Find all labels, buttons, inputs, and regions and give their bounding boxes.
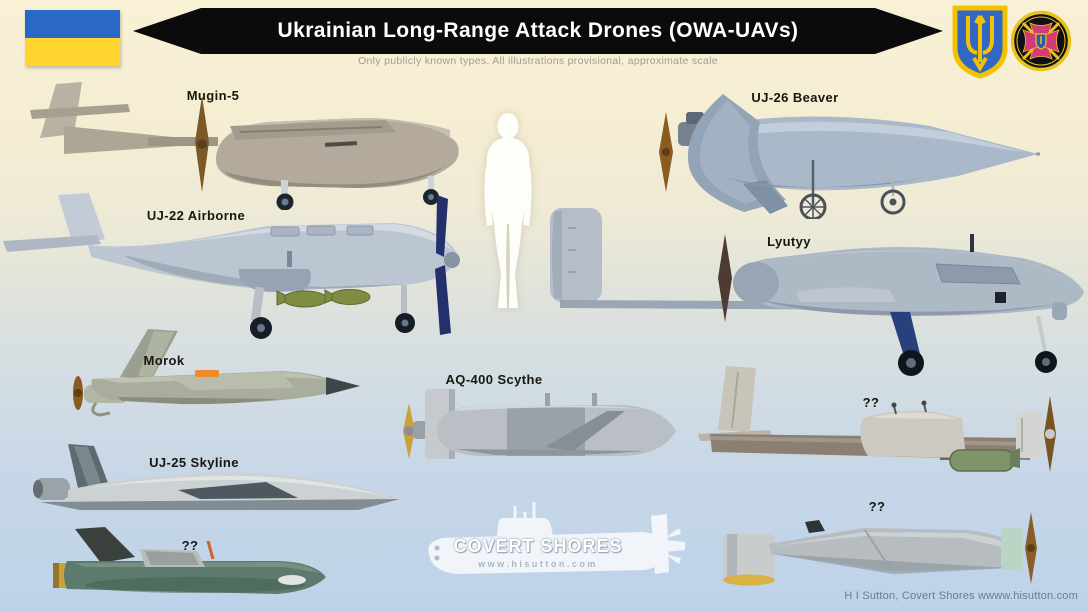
page-subtitle: Only publicly known types. All illustrat… [358,55,718,67]
flag-blue-stripe [25,10,120,38]
drone-unknown-1-illustration [698,366,1056,472]
drone-morok-illustration [73,329,360,417]
drone-mugin-5-illustration [30,82,459,210]
author-credit: H I Sutton, Covert Shores wwww.hisutton.… [844,590,1078,602]
ukraine-trident-shield-icon [952,5,1008,79]
watermark-name: COVERT SHORES [453,536,623,556]
label-mugin-5: Mugin-5 [186,88,240,103]
flag-yellow-stripe [25,38,120,66]
human-scale-silhouette [484,113,532,308]
label-morok: Morok [143,353,185,368]
label-lyutyy: Lyutyy [767,234,811,249]
page-title: Ukrainian Long-Range Attack Drones (OWA-… [277,19,799,42]
label-unknown-2: ?? [181,538,199,553]
drone-aq-400-scythe-illustration [403,389,676,459]
label-uj-26-beaver: UJ-26 Beaver [751,90,839,105]
drone-unknown-2-illustration [53,527,326,594]
ukraine-flag-icon [25,10,120,66]
drone-lyutyy-illustration [550,208,1084,376]
drone-unknown-3-illustration [723,512,1037,586]
watermark-url: www.hisutton.com [478,559,598,569]
covert-shores-watermark: COVERT SHORES www.hisutton.com [415,498,690,593]
drone-uj-25-skyline-illustration [33,444,400,510]
label-uj-22-airborne: UJ-22 Airborne [146,208,246,223]
title-banner-ribbon [133,8,943,54]
drone-uj-22-airborne-illustration [3,193,460,339]
air-force-roundel-icon [1010,10,1072,72]
label-uj-25-skyline: UJ-25 Skyline [149,455,239,470]
submarine-logo-icon [428,502,685,574]
label-unknown-1: ?? [862,395,880,410]
drone-uj-26-beaver-illustration [659,94,1040,219]
label-aq-400-scythe: AQ-400 Scythe [445,372,543,387]
label-unknown-3: ?? [868,499,886,514]
